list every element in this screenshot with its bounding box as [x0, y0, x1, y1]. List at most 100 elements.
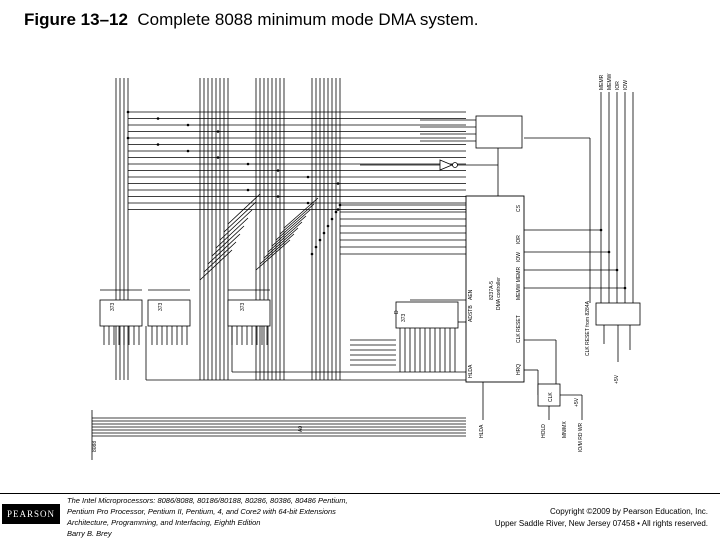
wire — [223, 201, 257, 233]
junction-dot — [607, 250, 611, 254]
dma-chip-description: DMA controller — [496, 277, 502, 310]
publisher-logo: PEARSON — [2, 504, 60, 524]
dma-pin-clk-reset: CLK RESET — [516, 315, 522, 343]
junction-dot — [276, 169, 280, 172]
junction-dot — [336, 182, 340, 185]
signal-ior: IOR — [615, 81, 621, 90]
vcc-label: +5V — [614, 374, 620, 384]
cpu-label: 8088 — [92, 441, 98, 452]
wire — [227, 193, 261, 225]
footer-divider — [0, 493, 720, 494]
copyright-line-2: Upper Saddle River, New Jersey 07458 • A… — [494, 519, 708, 528]
latch-chip-3 — [227, 299, 271, 327]
latch-chip-2 — [147, 299, 191, 327]
junction-dot — [216, 130, 220, 133]
buffer-gate — [439, 159, 454, 171]
bus-a-label: A0 — [298, 426, 304, 432]
dma-latch-d-label: D — [394, 310, 400, 314]
control-bus-driver — [595, 302, 641, 326]
wire — [275, 209, 311, 241]
dma-latch-label: 373 — [401, 313, 407, 322]
junction-dot — [276, 195, 280, 198]
junction-dot — [186, 149, 190, 153]
wire — [267, 221, 303, 253]
figure-caption: Complete 8088 minimum mode DMA system. — [137, 10, 479, 29]
wire — [283, 197, 319, 229]
copyright-notice: Copyright ©2009 by Pearson Education, In… — [495, 506, 708, 530]
junction-dot — [310, 252, 314, 256]
book-line-2: Pentium Pro Processor, Pentium II, Penti… — [67, 507, 336, 516]
signal-hlda: HLDA — [479, 424, 485, 438]
junction-dot — [306, 175, 310, 179]
junction-dot — [338, 203, 342, 207]
junction-dot — [623, 286, 627, 290]
figure-title: Figure 13–12 Complete 8088 minimum mode … — [24, 10, 478, 30]
figure-number: Figure 13–12 — [24, 10, 128, 29]
junction-dot — [306, 201, 310, 205]
junction-dot — [314, 245, 318, 249]
address-decoder-chip — [475, 115, 523, 149]
dma-controller-chip — [465, 195, 525, 383]
dma-pin-hrq: HRQ — [516, 364, 522, 375]
junction-dot — [156, 117, 160, 120]
junction-dot — [599, 228, 603, 232]
dma-pin-aen: AEN — [468, 289, 474, 300]
dma-pin-memr-memw: MEMW MEMR — [516, 267, 522, 300]
latch-1-label: 373 — [110, 302, 116, 311]
book-line-4: Barry B. Brey — [67, 529, 112, 538]
junction-dot — [126, 136, 130, 140]
latch-chip-1 — [99, 299, 143, 327]
wire — [263, 227, 299, 259]
dma-pin-adstb: ADSTB — [468, 305, 474, 322]
junction-dot — [186, 123, 190, 127]
book-line-1: The Intel Microprocessors: 8086/8088, 80… — [67, 496, 348, 505]
junction-dot — [615, 268, 619, 272]
wire — [203, 241, 237, 273]
dma-pin-hlda: HLDA — [468, 364, 474, 378]
book-line-3: Architecture, Programming, and Interfaci… — [67, 518, 261, 527]
dma-pin-cs: CS — [516, 204, 522, 212]
dma-chip-name: 8237A-5 — [489, 281, 495, 300]
dma-pin-ior: IOR — [516, 235, 522, 244]
junction-dot — [336, 208, 340, 211]
wire — [211, 225, 245, 257]
junction-dot — [322, 231, 326, 235]
wire — [219, 209, 253, 241]
latch-2-label: 373 — [158, 302, 164, 311]
wire — [199, 249, 233, 281]
junction-dot — [246, 162, 250, 166]
latch-3-label: 373 — [240, 302, 246, 311]
signal-hold: HOLD — [541, 424, 547, 438]
gnd-label: +5V — [574, 397, 580, 407]
signal-io-m-rd-wr: IO/M RD WR — [578, 422, 584, 452]
dma-pin-iow: IOW — [516, 252, 522, 262]
wire — [255, 239, 291, 271]
dma-schematic: 373 373 373 373 D 8237A-5 DMA controller… — [91, 73, 641, 460]
copyright-line-1: Copyright ©2009 by Pearson Education, In… — [550, 507, 708, 516]
clk-reset-note: CLK RESET from 8284A — [585, 300, 591, 356]
book-citation: The Intel Microprocessors: 8086/8088, 80… — [67, 495, 348, 539]
wire — [259, 233, 295, 265]
wire — [215, 217, 249, 249]
junction-dot — [156, 143, 160, 146]
schematic-wires — [91, 78, 634, 460]
signal-iow: IOW — [623, 80, 629, 90]
junction-dot — [216, 156, 220, 159]
junction-dot — [330, 217, 334, 221]
junction-dot — [318, 238, 322, 242]
signal-mn-mx: MN/MX — [562, 421, 568, 438]
wire — [271, 215, 307, 247]
buffer-gate-bubble — [452, 162, 458, 168]
junction-dot — [246, 188, 250, 192]
junction-dot — [126, 110, 130, 114]
junction-dot — [326, 224, 330, 228]
wire — [279, 203, 315, 235]
dma-address-latch — [395, 301, 459, 329]
schematic-junctions — [126, 110, 627, 290]
wire — [207, 233, 241, 265]
hold-flipflop — [537, 383, 561, 407]
signal-memr: MEMR — [599, 74, 605, 90]
flipflop-clk-label: CLK — [548, 392, 554, 402]
signal-memw: MEMW — [607, 73, 613, 90]
junction-dot — [334, 210, 338, 214]
